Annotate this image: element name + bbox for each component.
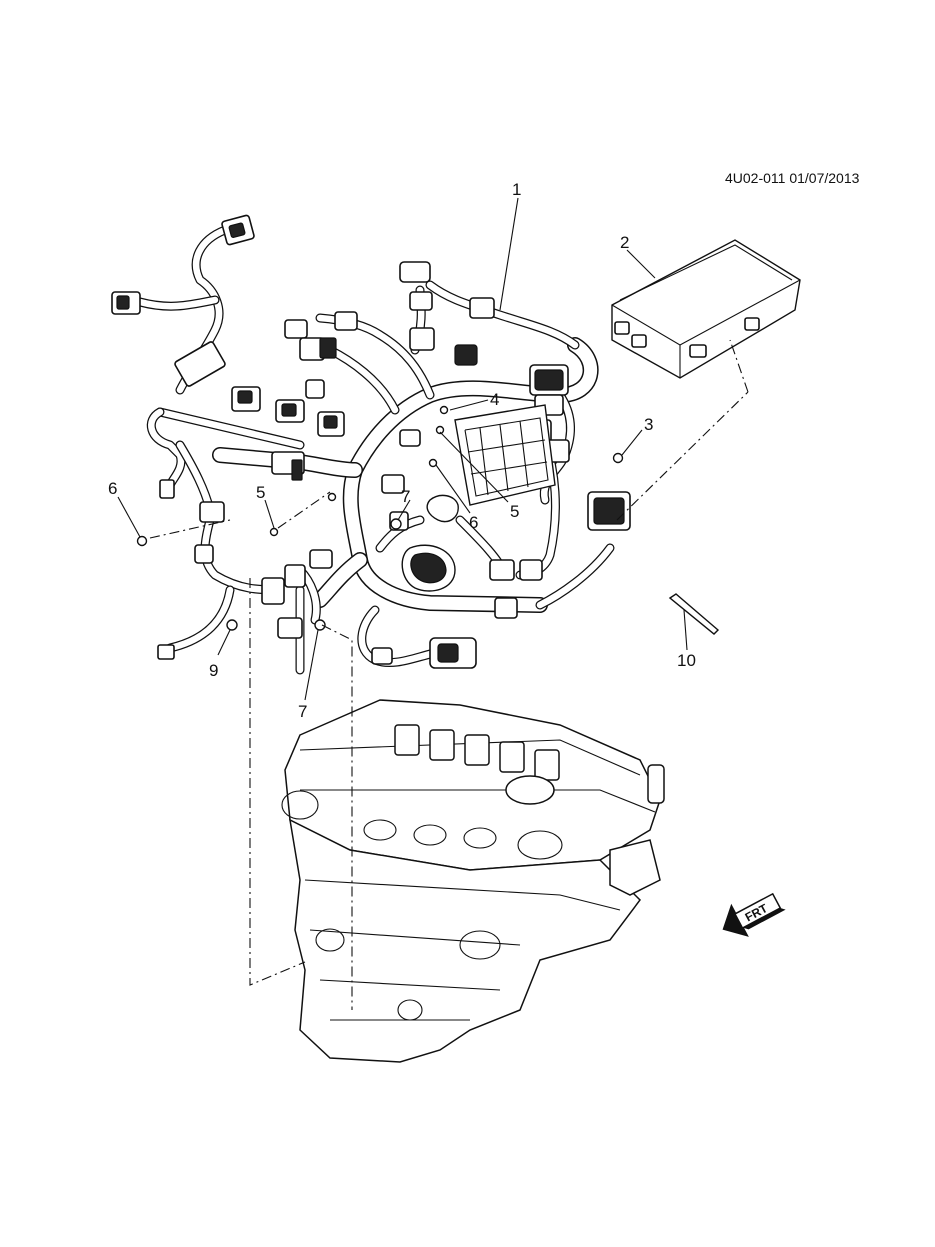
callout-9: 9 [209, 661, 218, 680]
front-direction-arrow-icon: FRT [722, 892, 786, 937]
callout-4: 4 [490, 390, 499, 409]
large-connector [401, 544, 456, 592]
callout-6b: 6 [108, 479, 117, 498]
callout-10: 10 [677, 651, 696, 670]
callout-3: 3 [644, 415, 653, 434]
callout-2: 2 [620, 233, 629, 252]
callout-7b: 7 [298, 702, 307, 721]
engine-control-module [454, 404, 556, 506]
callout-1: 1 [512, 180, 521, 199]
fuse-block [611, 239, 801, 379]
callout-6a: 6 [469, 513, 478, 532]
tie-strap [668, 593, 720, 635]
callout-leaders [117, 197, 688, 701]
callout-7a: 7 [401, 487, 410, 506]
callout-labels: 1 2 3 4 5 6 7 5 6 9 7 10 [108, 180, 696, 721]
engine-assembly [281, 699, 665, 1063]
installation-lines [149, 339, 749, 1010]
wiring-harness [111, 214, 631, 675]
callout-5a: 5 [510, 502, 519, 521]
callout-5b: 5 [256, 483, 265, 502]
document-id: 4U02-011 01/07/2013 [725, 170, 860, 186]
fasteners [136, 405, 624, 631]
